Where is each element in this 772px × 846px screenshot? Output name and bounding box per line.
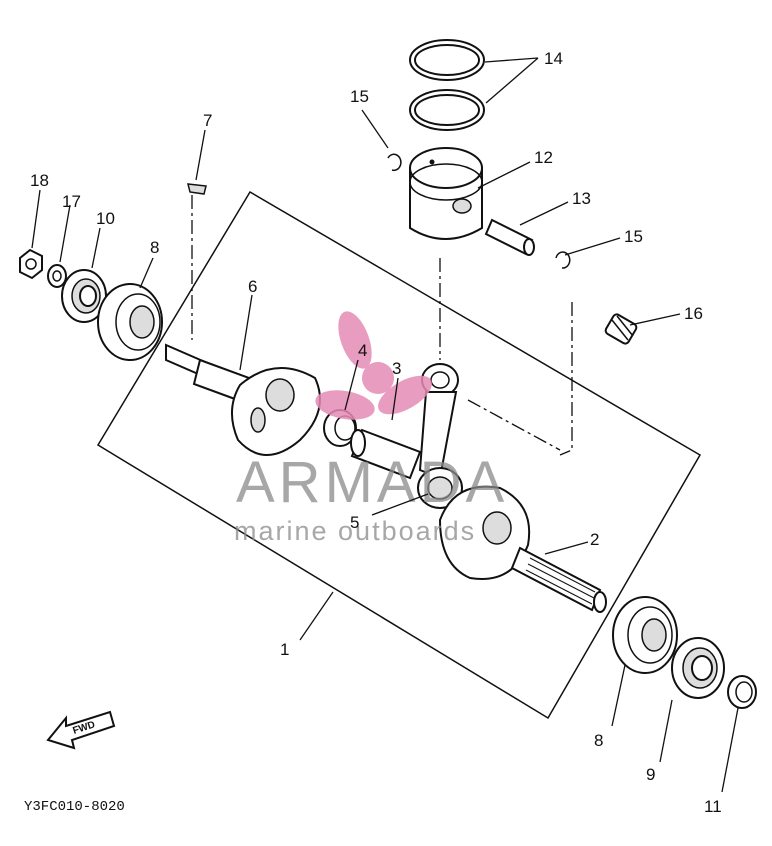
watermark-brand: ARMADA	[236, 450, 508, 515]
circlip-upper	[387, 153, 402, 172]
drawing-code: Y3FC010-8020	[24, 799, 125, 815]
callout-18: 18	[30, 171, 49, 190]
connecting-rod	[417, 363, 463, 509]
fwd-arrow-icon: FWD	[46, 710, 116, 750]
callout-15-upper: 15	[350, 87, 369, 106]
leader-lines	[31, 57, 739, 793]
piston-pin	[484, 218, 535, 256]
piston	[409, 147, 483, 240]
watermark-tagline: marine outboards	[234, 516, 476, 546]
callout-13: 13	[572, 189, 591, 208]
callout-8-left: 8	[150, 238, 159, 257]
callout-10: 10	[96, 209, 115, 228]
piston-rings	[409, 39, 485, 131]
watermark-logo-icon	[315, 311, 432, 420]
alignment-lines	[191, 195, 573, 456]
small-end-bearing	[604, 313, 638, 345]
crank-half-right	[438, 485, 607, 613]
nut	[19, 248, 43, 280]
oil-seal-left	[61, 269, 107, 323]
callout-1: 1	[280, 640, 289, 659]
callout-15-lower: 15	[624, 227, 643, 246]
callouts: 1 2 3 4 5 6 7 8 8 9 10 11 12 13 14 15 15…	[30, 49, 722, 816]
circlip-lower	[555, 251, 571, 269]
bearing-left	[97, 283, 163, 361]
callout-14: 14	[544, 49, 563, 68]
callout-16: 16	[684, 304, 703, 323]
assembly-outline	[96, 190, 702, 720]
callout-4: 4	[358, 341, 367, 360]
crank-half-left	[165, 343, 321, 456]
callout-3: 3	[392, 359, 401, 378]
watermark: ARMADA marine outboards	[234, 311, 508, 546]
woodruff-key	[187, 183, 207, 195]
oil-seal-right	[671, 637, 725, 699]
callout-7: 7	[203, 111, 212, 130]
callout-9: 9	[646, 765, 655, 784]
callout-8-right: 8	[594, 731, 603, 750]
washer	[47, 264, 67, 288]
callout-17: 17	[62, 192, 81, 211]
callout-11: 11	[704, 797, 722, 816]
collar	[727, 675, 757, 709]
bearing-right	[612, 596, 678, 674]
callout-2: 2	[590, 530, 599, 549]
callout-5: 5	[350, 513, 359, 532]
callout-6: 6	[248, 277, 257, 296]
callout-12: 12	[534, 148, 553, 167]
crank-pin	[350, 428, 422, 480]
